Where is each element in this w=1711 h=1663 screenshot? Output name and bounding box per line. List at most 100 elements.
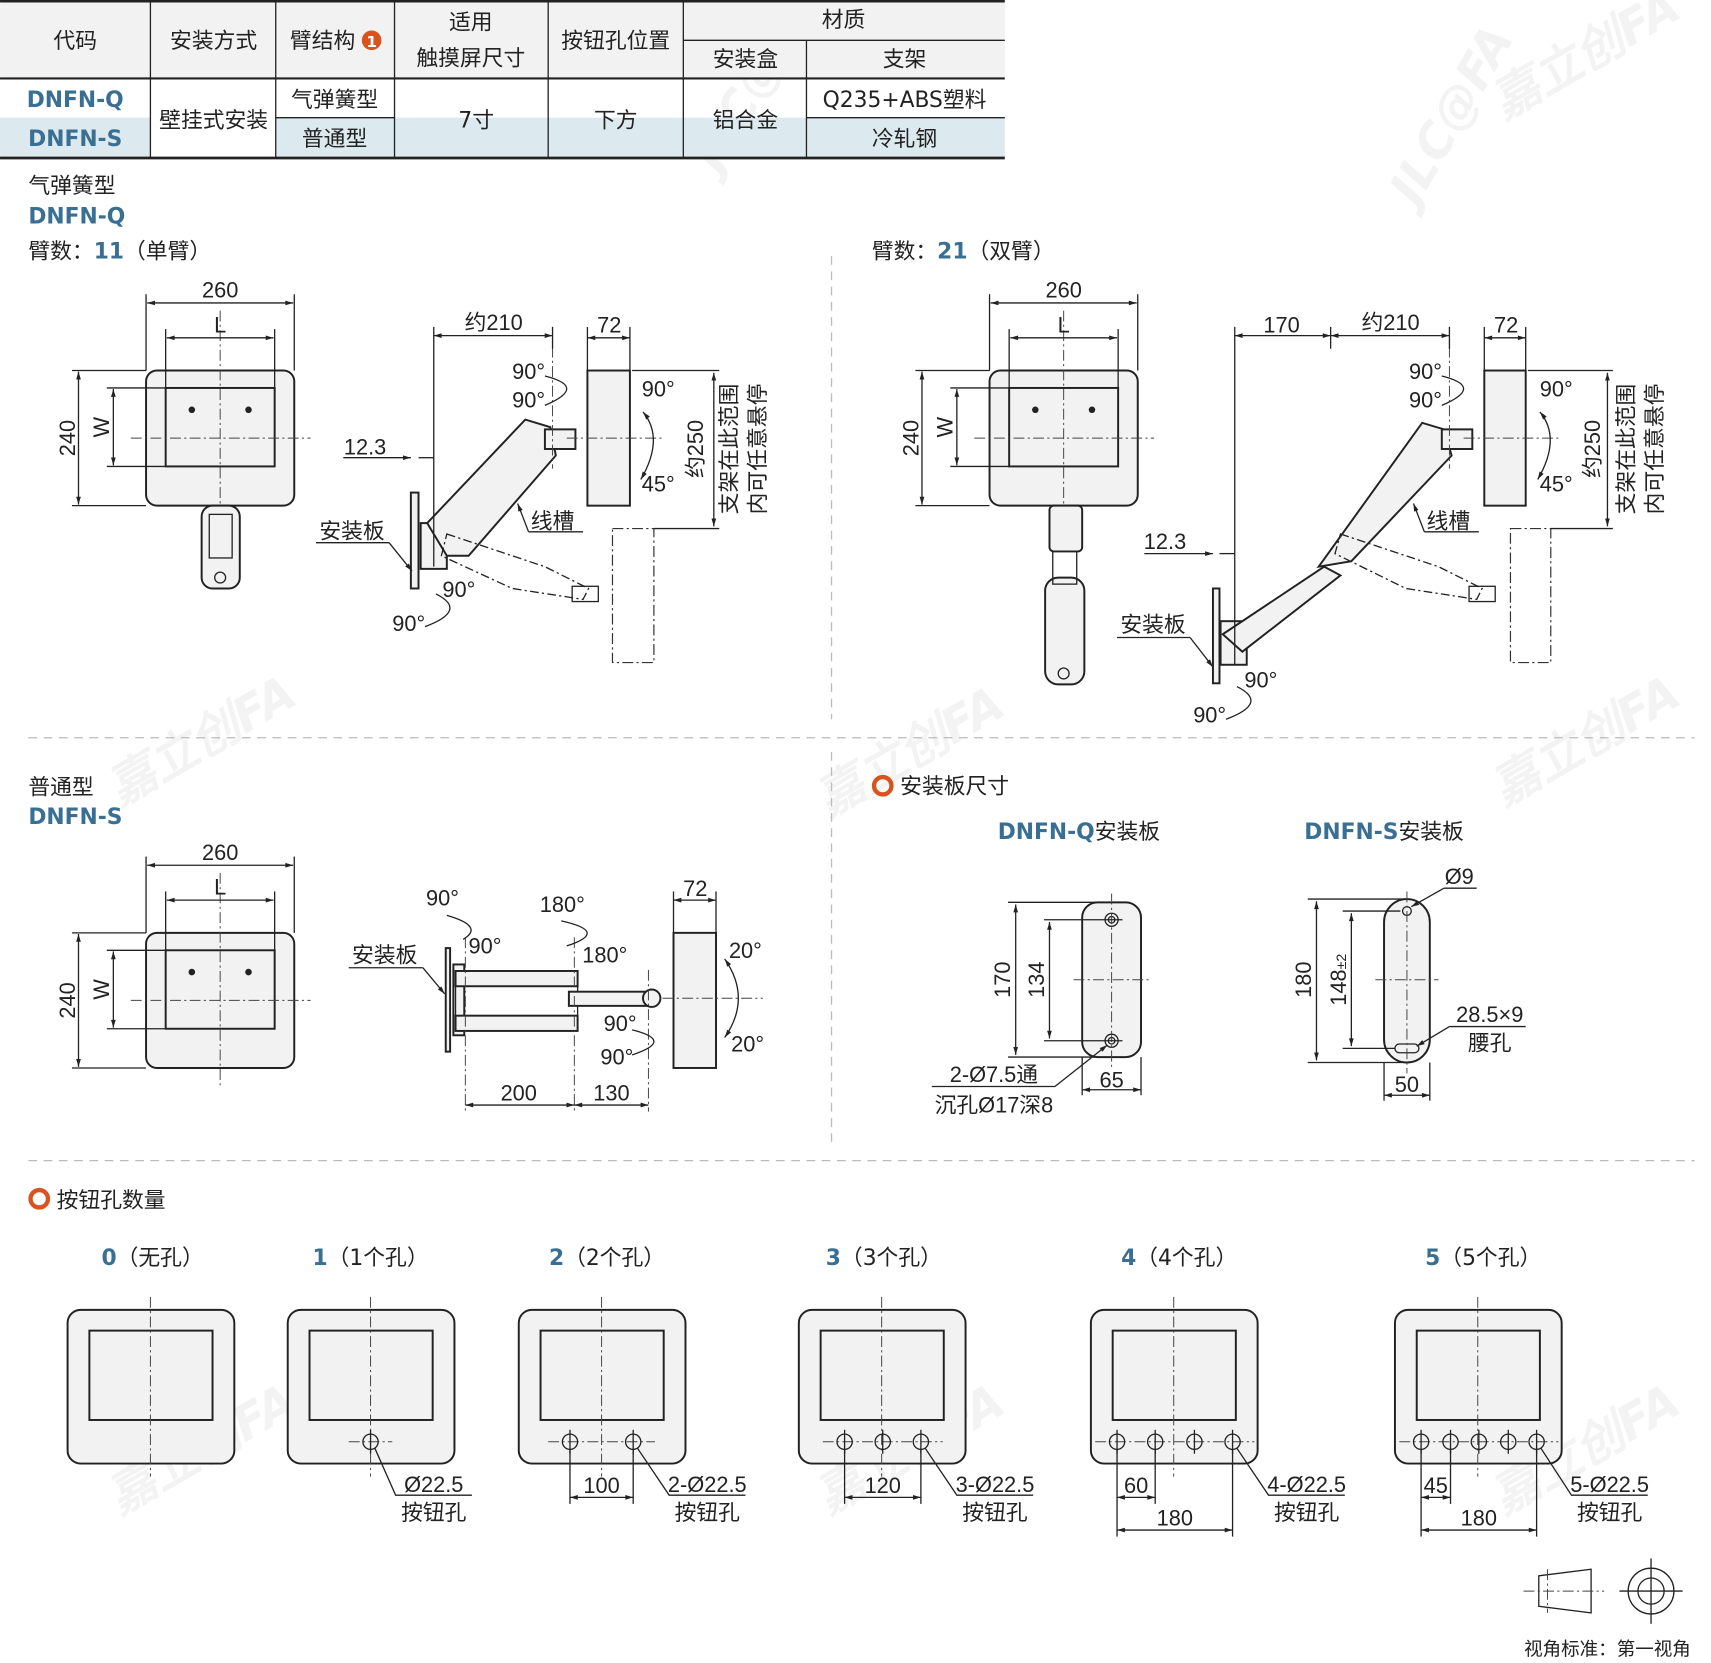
option-number: 3	[826, 1246, 841, 1271]
leader-line	[637, 1447, 746, 1496]
option-number: 2	[549, 1246, 564, 1271]
section-model: DNFN-Q	[28, 204, 125, 229]
range-note-1: 支架在此范围	[718, 384, 743, 515]
hole-callout-label: 按钮孔	[1274, 1500, 1340, 1525]
side-view-normal	[444, 931, 763, 1112]
dim-hole-span: 180	[1461, 1506, 1497, 1531]
watermark: 嘉立创FA	[806, 675, 1014, 827]
leader-line	[1540, 1447, 1648, 1496]
screen	[539, 1329, 665, 1421]
watermark: 嘉立创FA	[1482, 0, 1690, 130]
screw-dot	[1088, 406, 1096, 414]
header-screen-2: 触摸屏尺寸	[416, 46, 525, 71]
angle-label: 90°	[604, 1011, 637, 1036]
cell-button-pos: 下方	[594, 109, 638, 134]
mount-plate-label: 安装板	[319, 519, 385, 544]
housing	[797, 1308, 967, 1465]
hole-callout-label: 按钮孔	[962, 1500, 1028, 1525]
option-desc: （无孔）	[117, 1246, 204, 1271]
dim-hole-span: 180	[1157, 1506, 1193, 1531]
dim-plate-height: 180	[1291, 962, 1316, 998]
projection-label: 视角标准：第一视角	[1524, 1639, 1691, 1660]
hole-callout: 3-Ø22.5	[956, 1472, 1035, 1497]
hole-callout: Ø22.5	[404, 1472, 463, 1497]
angle-label: 90°	[512, 388, 545, 413]
slot-label: 腰孔	[1468, 1031, 1512, 1056]
cell-bracket: 冷轧钢	[872, 127, 937, 152]
dim-height: 240	[55, 982, 80, 1018]
dim-screen-length: L	[1058, 312, 1070, 337]
dim-height: 240	[899, 420, 924, 456]
dim-width: 260	[202, 278, 238, 303]
dim-screen-length: L	[214, 875, 226, 900]
dim-plate-height: 170	[990, 962, 1015, 998]
dim-arm-length: 130	[593, 1081, 629, 1106]
hole-callout-label: 按钮孔	[675, 1500, 741, 1525]
hole-callout-label: 按钮孔	[1577, 1500, 1643, 1525]
option-desc: （3个孔）	[841, 1246, 942, 1271]
dim-reach: 约210	[1362, 310, 1420, 335]
section-title: 安装板尺寸	[900, 774, 1009, 799]
plate-q-drawing	[931, 893, 1150, 1096]
side-view-double	[1211, 326, 1559, 685]
hole-spec: 2-Ø7.5通	[950, 1062, 1039, 1087]
side-dims-double	[1117, 326, 1613, 720]
dim-hole-pitch: 148±2	[1326, 954, 1351, 1006]
button-option-3: 3（3个孔） 3-Ø22.5 按钮孔 120	[797, 1246, 1035, 1525]
arm-mount-double	[1044, 504, 1086, 686]
dim-reach: 约210	[465, 310, 523, 335]
option-number: 1	[312, 1246, 327, 1271]
dim-screen-width: W	[89, 979, 114, 1000]
counterbore-spec: 沉孔Ø17深8	[935, 1093, 1054, 1118]
housing	[1393, 1308, 1563, 1465]
mount-plate-label: 安装板	[352, 943, 418, 968]
cell-bracket: Q235+ABS塑料	[823, 88, 987, 113]
dim-height: 240	[55, 420, 80, 456]
row-code: DNFN-S	[28, 127, 122, 152]
arm-count-single: 臂数：11（单臂）	[28, 239, 211, 264]
dim-plate-thickness: 12.3	[344, 434, 386, 459]
angle-tilt-down: 45°	[642, 471, 675, 496]
option-label: 1（1个孔）	[312, 1246, 428, 1271]
option-label: 4（4个孔）	[1121, 1246, 1237, 1271]
header-bracket: 支架	[883, 47, 927, 72]
angle-label: 90°	[512, 359, 545, 384]
cell-arm: 气弹簧型	[291, 88, 378, 113]
angle-label: 90°	[600, 1045, 633, 1070]
arm-count-double: 臂数：21（双臂）	[872, 239, 1055, 264]
option-desc: （2个孔）	[564, 1246, 665, 1271]
header-screen-1: 适用	[449, 10, 493, 35]
option-label: 0（无孔）	[101, 1246, 203, 1271]
option-desc: （1个孔）	[328, 1246, 429, 1271]
dim-hole-pitch: 120	[865, 1473, 901, 1498]
angle-label: 90°	[442, 577, 475, 602]
range-note-1: 支架在此范围	[1615, 384, 1640, 515]
section-title: 按钮孔数量	[57, 1188, 166, 1213]
angle-label: 90°	[392, 611, 425, 636]
button-option-1: 1（1个孔） Ø22.5 按钮孔	[286, 1246, 472, 1525]
dim-plate-thickness: 12.3	[1144, 529, 1186, 554]
dim-screen-length: L	[214, 312, 226, 337]
note-badge: 1	[366, 33, 377, 51]
dim-screen-width: W	[932, 416, 957, 437]
hole-callout-label: 按钮孔	[401, 1500, 467, 1525]
dim-hole-pitch: 60	[1124, 1473, 1148, 1498]
section-type-label: 普通型	[28, 775, 93, 800]
spec-table: 代码 安装方式 臂结构 1 适用 触摸屏尺寸 按钮孔位置 材质 安装盒 支架 D…	[0, 0, 1005, 160]
hole-spec: Ø9	[1445, 864, 1474, 889]
leader-line	[374, 1448, 472, 1496]
hole-callout: 4-Ø22.5	[1267, 1472, 1346, 1497]
button-option-0: 0（无孔）	[66, 1246, 236, 1477]
side-view-single	[409, 326, 665, 664]
screw-dot	[188, 968, 196, 976]
dim-width: 260	[202, 840, 238, 865]
dim-plate-width: 50	[1395, 1072, 1419, 1097]
section-type-label: 气弹簧型	[28, 174, 115, 199]
dim-depth: 72	[597, 312, 621, 337]
angle-tilt-down: 45°	[1540, 471, 1573, 496]
